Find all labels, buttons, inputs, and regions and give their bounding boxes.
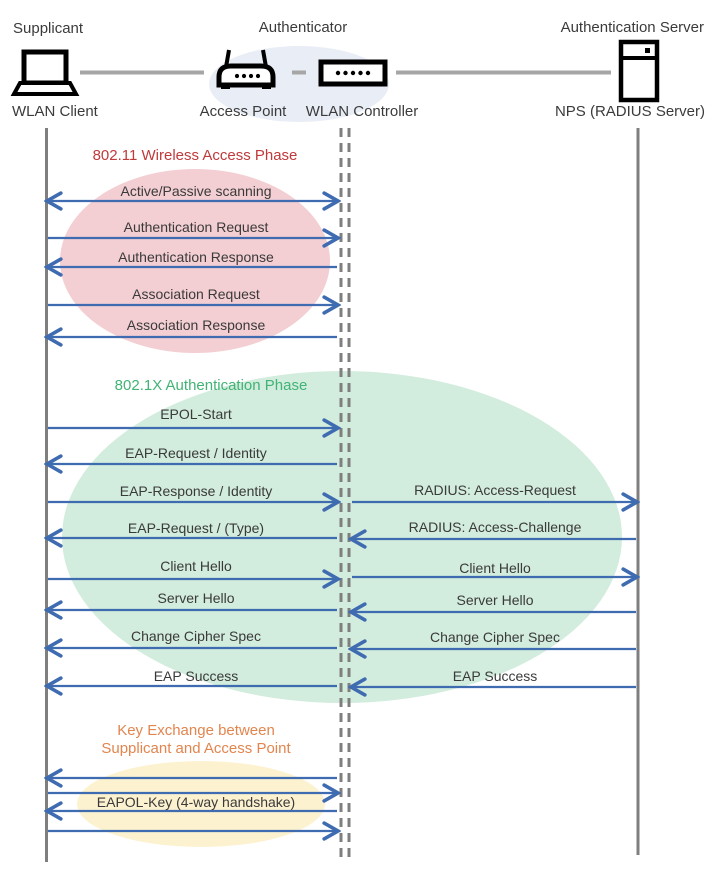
message-label: Association Request (132, 286, 260, 302)
message-label: EAP Success (153, 668, 239, 684)
phase-key-exchange-ellipse (77, 761, 325, 847)
message-label: Authentication Request (123, 219, 269, 235)
phase-title-80211: 802.11 Wireless Access Phase (92, 147, 298, 164)
phase-title-8021x: 802.1X Authentication Phase (114, 377, 308, 394)
message-label: EAP-Response / Identity (119, 483, 273, 499)
message-label: Client Hello (459, 560, 531, 576)
actor-label-nps: NPS (RADIUS Server) (554, 103, 705, 120)
message-label: Association Response (126, 317, 266, 333)
message-label: Server Hello (157, 590, 235, 606)
wlan-controller-icon (318, 59, 388, 87)
message-label: EAPOL-Key (4-way handshake) (96, 794, 296, 810)
message-label: EAP-Request / (Type) (127, 520, 265, 536)
phase-title-key-exchange: Key Exchange between Supplicant and Acce… (101, 722, 291, 757)
message-label: Server Hello (456, 592, 534, 608)
message-label: Change Cipher Spec (430, 629, 560, 645)
message-label: EPOL-Start (160, 406, 232, 422)
phase-80211-ellipse (60, 169, 330, 353)
message-label: EAP Success (452, 668, 538, 684)
access-point-icon (216, 49, 276, 89)
actor-label-wlan-client: WLAN Client (12, 103, 98, 120)
message-label: Client Hello (160, 558, 232, 574)
role-label-authentication-server: Authentication Server (560, 19, 704, 36)
role-label-supplicant: Supplicant (13, 20, 84, 37)
message-label: EAP-Request / Identity (125, 445, 267, 461)
server-icon (618, 39, 660, 103)
role-label-authenticator: Authenticator (258, 19, 348, 36)
actor-label-access-point: Access Point (199, 103, 287, 120)
message-label: Authentication Response (118, 249, 274, 265)
actor-label-wlan-controller: WLAN Controller (305, 103, 419, 120)
laptop-icon (10, 49, 80, 96)
message-label: RADIUS: Access-Request (414, 482, 576, 498)
message-label: Change Cipher Spec (131, 628, 261, 644)
message-label: Active/Passive scanning (120, 183, 272, 199)
message-label: RADIUS: Access-Challenge (408, 519, 582, 535)
